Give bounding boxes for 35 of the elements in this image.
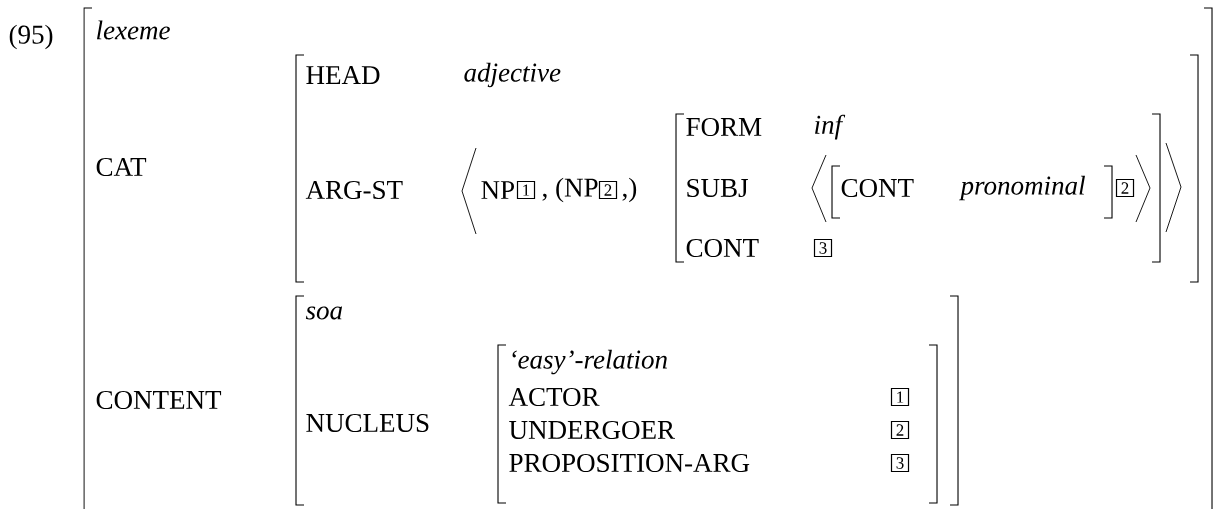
attribute-value-matrix — [295, 54, 1199, 283]
tag-box: 1 — [890, 387, 910, 407]
feature-label: HEAD — [306, 66, 380, 84]
feature-label: ,) — [622, 177, 637, 203]
tag-box: 3 — [813, 238, 833, 258]
attribute-value-matrix — [83, 7, 1213, 509]
type-value: pronominal — [959, 175, 1085, 201]
tag-box: 2 — [890, 420, 910, 440]
feature-label: NP — [481, 181, 514, 199]
type-value: ‘easy’-relation — [512, 349, 667, 375]
attribute-value-matrix — [497, 344, 938, 504]
tag-box: 2 — [1115, 178, 1135, 198]
feature-label: ACTOR — [508, 387, 600, 407]
attribute-value-matrix — [295, 295, 959, 506]
type-value: soa — [305, 306, 343, 320]
type-value: lexeme — [97, 20, 170, 40]
feature-label: SUBJ — [687, 178, 748, 198]
feature-label: UNDERGOER — [509, 420, 675, 440]
tag-box: 3 — [890, 453, 910, 473]
feature-label: CONTENT — [96, 390, 222, 410]
feature-label: NUCLEUS — [306, 413, 429, 433]
feature-label: , (NP — [542, 177, 598, 203]
type-value: adjective — [464, 62, 561, 88]
feature-label: PROPOSITION-ARG — [509, 453, 750, 473]
tag-box: 2 — [598, 180, 618, 200]
attribute-value-matrix — [831, 165, 1113, 219]
feature-label: CAT — [96, 157, 147, 177]
example-number: (95) — [9, 24, 53, 50]
attribute-value-matrix — [675, 113, 1161, 263]
feature-label: FORM — [686, 117, 762, 137]
type-value: inf — [815, 114, 846, 140]
feature-label: CONT — [841, 178, 914, 198]
feature-label: CONT — [686, 238, 759, 258]
tag-box: 1 — [516, 180, 536, 200]
feature-label: ARG-ST — [305, 180, 403, 200]
